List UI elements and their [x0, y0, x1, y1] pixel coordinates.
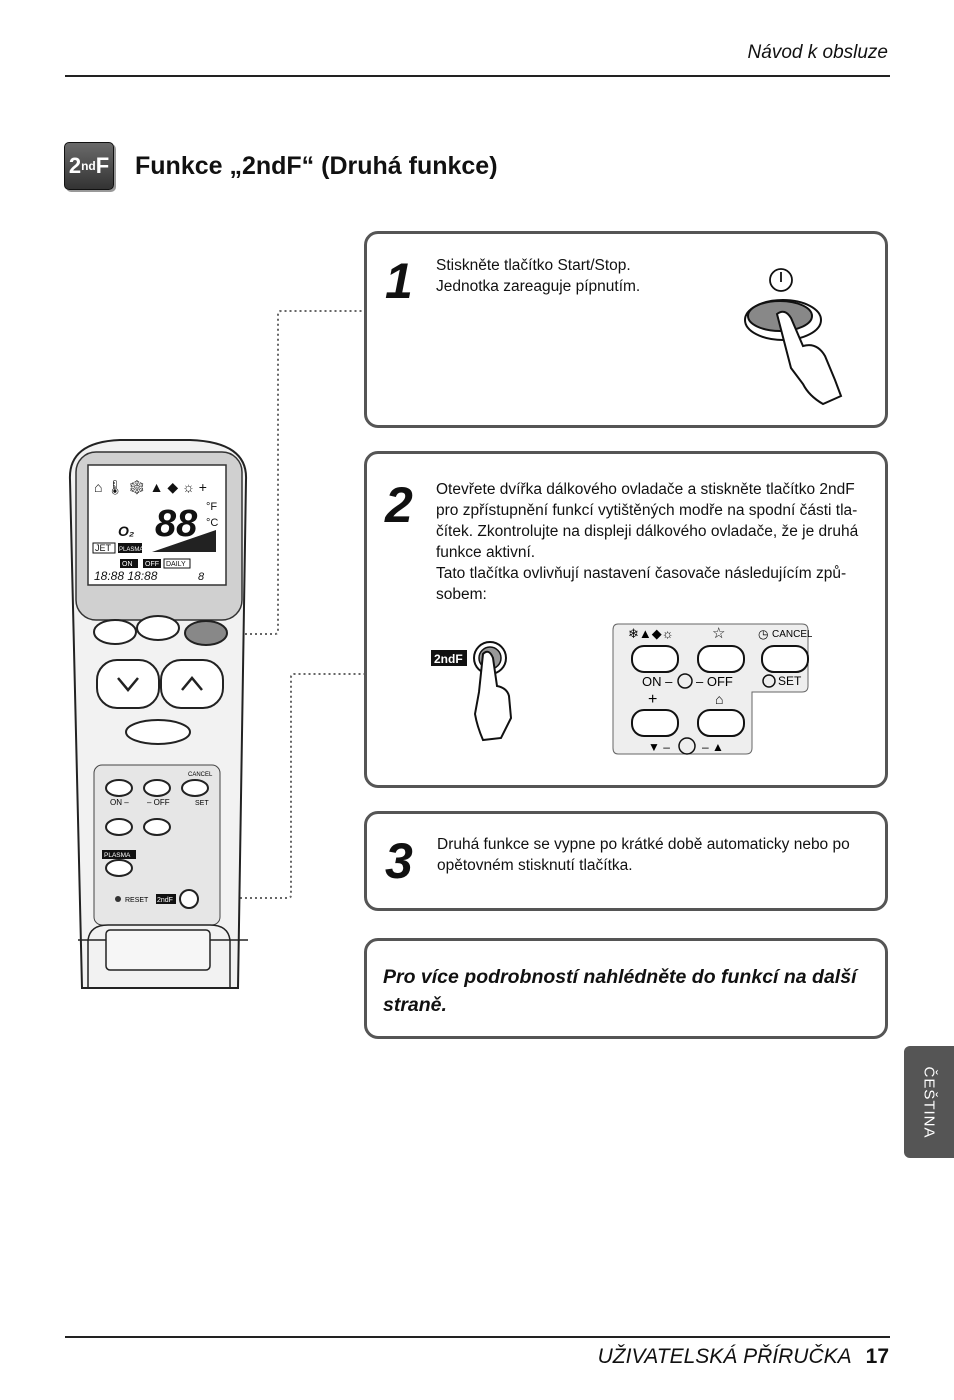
- step-2-line-4: funkce aktivní.: [436, 544, 536, 561]
- step-2-box: 2 Otevřete dvířka dálkového ovladače a s…: [364, 451, 888, 788]
- step-3-line-1: Druhá funkce se vypne po krátké době aut…: [437, 836, 850, 853]
- remote-control-illustration: ⌂ 🌡 ❄ ▲ ◆ ☼ + 88 °F °C O₂ JET PLASMA ON …: [68, 310, 365, 989]
- step-2-line-2: pro zpřístupnění funkcí vytištěných modř…: [436, 502, 858, 519]
- svg-text:⌂: ⌂: [715, 691, 723, 707]
- remote-reset-label: RESET: [125, 897, 149, 904]
- svg-text:18:88 18:88: 18:88 18:88: [94, 569, 158, 583]
- panel-cancel-label: CANCEL: [772, 629, 812, 640]
- remote-on-off-on: ON –: [110, 798, 129, 807]
- remote-on-label: ON: [122, 561, 133, 568]
- footer-title: UŽIVATELSKÁ PŘÍRUČKA: [597, 1345, 852, 1368]
- step-2-line-5: Tato tlačítka ovlivňují nastavení časova…: [436, 565, 847, 582]
- svg-text:O₂: O₂: [118, 523, 134, 539]
- hand-pressing-2ndf-icon: 2ndF: [431, 641, 513, 742]
- panel-off-label: – OFF: [696, 674, 733, 689]
- svg-text:°C: °C: [206, 517, 218, 529]
- panel-set-label: SET: [778, 674, 802, 688]
- remote-daily-label: DAILY: [166, 561, 186, 568]
- timer-buttons-panel: ❄▲◆☼ ☆ ◷ CANCEL ON – – OFF SET + ⌂ ▼ – –…: [612, 623, 812, 755]
- remote-plasma-tag: PLASMA: [119, 547, 143, 553]
- svg-text:◷: ◷: [758, 627, 768, 641]
- remote-cancel-label: CANCEL: [188, 772, 213, 778]
- page-footer: UŽIVATELSKÁ PŘÍRUČKA 17: [598, 1345, 889, 1369]
- remote-plasma-label: PLASMA: [104, 852, 131, 859]
- step-2-line-1: Otevřete dvířka dálkového ovladače a sti…: [436, 481, 855, 498]
- svg-text:▼ –: ▼ –: [648, 740, 670, 754]
- step-1-line-2: Jednotka zareaguje pípnutím.: [436, 278, 641, 295]
- step-2-line-6: sobem:: [436, 586, 487, 603]
- language-tab-label: ČEŠTINA: [920, 1065, 938, 1139]
- footer-rule: [65, 1336, 890, 1338]
- svg-text:88: 88: [155, 503, 198, 545]
- remote-on-off-off: – OFF: [147, 798, 170, 807]
- step-2-line-3: čítek. Zkontrolujte na displeji dálkovéh…: [436, 523, 859, 540]
- step-3-line-2: opětovném stisknutí tlačítka.: [437, 857, 633, 874]
- connector-step1: [210, 310, 365, 635]
- header-rule: [65, 75, 890, 77]
- svg-text:☆: ☆: [712, 625, 725, 642]
- remote-set-label: SET: [195, 800, 209, 807]
- svg-text:⌂ 🌡 ❄ ▲ ◆ ☼ +: ⌂ 🌡 ❄ ▲ ◆ ☼ +: [94, 479, 207, 495]
- remote-2ndf-label: 2ndF: [157, 897, 173, 904]
- step-1-number: 1: [385, 253, 413, 309]
- note-box: Pro více podrobností nahlédněte do funkc…: [364, 938, 888, 1039]
- connector-step2: [215, 673, 365, 899]
- svg-text:8: 8: [198, 571, 205, 583]
- note-text: Pro více podrobností nahlédněte do funkc…: [383, 966, 857, 1016]
- page-header: Návod k obsluze: [747, 42, 888, 63]
- section-title: Funkce „2ndF“ (Druhá funkce): [135, 152, 498, 180]
- page-number: 17: [865, 1345, 889, 1368]
- language-tab: ČEŠTINA: [904, 1046, 954, 1158]
- svg-text:+: +: [648, 691, 657, 708]
- step-1-line-1: Stiskněte tlačítko Start/Stop.: [436, 257, 631, 274]
- step-3-box: 3 Druhá funkce se vypne po krátké době a…: [364, 811, 888, 911]
- svg-text:– ▲: – ▲: [702, 740, 724, 754]
- step-1-box: 1 Stiskněte tlačítko Start/Stop. Jednotk…: [364, 231, 888, 428]
- panel-on-label: ON –: [642, 674, 673, 689]
- svg-text:°F: °F: [206, 501, 217, 513]
- hand-pressing-power-icon: [744, 268, 843, 406]
- remote-jet-label: JET: [95, 543, 112, 553]
- remote-off-label: OFF: [145, 561, 159, 568]
- step-2-number: 2: [385, 477, 413, 533]
- step-3-number: 3: [385, 833, 413, 889]
- step-2-key-label: 2ndF: [434, 652, 463, 666]
- svg-text:❄▲◆☼: ❄▲◆☼: [628, 626, 674, 641]
